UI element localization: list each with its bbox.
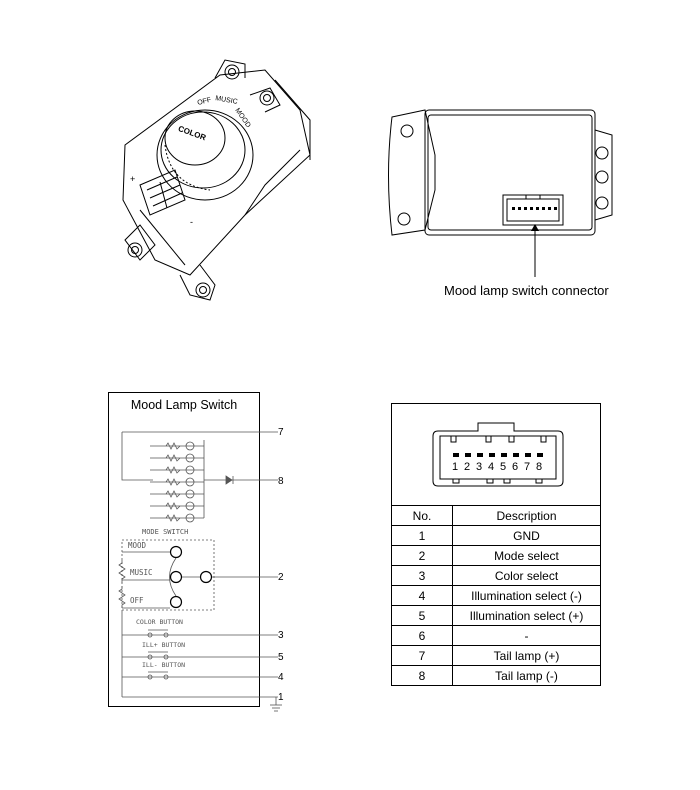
pin-description-table: No. Description 1 GND 2 Mode select 3 Co… [391, 505, 601, 686]
pin-no: 1 [391, 525, 453, 546]
table-header-row: No. Description [391, 505, 601, 526]
pin-number: 3 [476, 461, 482, 473]
pin-no: 3 [391, 565, 453, 586]
mode-switch-label: MODE SWITCH [142, 528, 188, 536]
header-description: Description [452, 505, 601, 526]
position-music: MUSIC [130, 568, 153, 577]
terminal-2: 2 [278, 572, 284, 583]
switch-rear-view [388, 109, 613, 277]
arrow-up-icon [531, 224, 539, 231]
position-off: OFF [130, 596, 144, 605]
pin-desc: Illumination select (+) [452, 605, 601, 626]
led-array [150, 440, 278, 523]
schematic-title: Mood Lamp Switch [130, 398, 238, 412]
schematic-diagram: 7 8 2 3 5 4 1 MODE SWITCH MOOD MUSIC OFF… [118, 427, 284, 712]
table-row: 6 - [391, 625, 601, 646]
pin-number: 4 [488, 461, 494, 473]
position-mood: MOOD [128, 541, 147, 550]
header-no: No. [391, 505, 453, 526]
pin-desc: Mode select [452, 545, 601, 566]
connector-callout-label: Mood lamp switch connector [444, 283, 609, 298]
pin-no: 8 [391, 665, 453, 686]
pin-number: 8 [536, 461, 542, 473]
connector-pin-dots [512, 207, 557, 210]
pin-desc: GND [452, 525, 601, 546]
connector-face-frame [391, 403, 601, 505]
ill-minus-button-label: ILL- BUTTON [142, 661, 185, 669]
table-row: 2 Mode select [391, 545, 601, 566]
connector-face-diagram: 1 2 3 4 5 6 7 8 [432, 422, 564, 487]
ring-label-music: MUSIC [215, 95, 238, 106]
ring-label-mood: MOOD [233, 107, 251, 129]
pin-no: 6 [391, 625, 453, 646]
pin-no: 2 [391, 545, 453, 566]
terminal-8: 8 [278, 476, 284, 487]
terminal-7: 7 [278, 427, 284, 438]
pin-no: 7 [391, 645, 453, 666]
pin-markers [453, 453, 543, 457]
plus-mark-icon: + [130, 174, 135, 184]
table-row: 3 Color select [391, 565, 601, 586]
pin-number: 1 [452, 461, 458, 473]
pin-no: 5 [391, 605, 453, 626]
table-row: 8 Tail lamp (-) [391, 665, 601, 686]
pin-no: 4 [391, 585, 453, 606]
terminal-3: 3 [278, 630, 284, 641]
ring-label-off: OFF [197, 97, 212, 107]
pin-number: 6 [512, 461, 518, 473]
pin-desc: Color select [452, 565, 601, 586]
terminal-4: 4 [278, 672, 284, 683]
switch-assembly-illustration: COLOR OFF MUSIC MOOD + - [122, 59, 311, 301]
knob-label: COLOR [177, 124, 207, 142]
pin-number: 7 [524, 461, 530, 473]
pin-desc: Illumination select (-) [452, 585, 601, 606]
pin-desc: Tail lamp (-) [452, 665, 601, 686]
pin-number: 2 [464, 461, 470, 473]
pin-desc: - [452, 625, 601, 646]
color-button-label: COLOR BUTTON [136, 618, 183, 626]
minus-mark-icon: - [190, 217, 193, 227]
pin-desc: Tail lamp (+) [452, 645, 601, 666]
schematic-frame [108, 392, 260, 707]
table-row: 5 Illumination select (+) [391, 605, 601, 626]
ill-plus-button-label: ILL+ BUTTON [142, 641, 185, 649]
terminal-1: 1 [278, 692, 284, 703]
table-row: 7 Tail lamp (+) [391, 645, 601, 666]
table-row: 4 Illumination select (-) [391, 585, 601, 606]
terminal-5: 5 [278, 652, 284, 663]
pin-number: 5 [500, 461, 506, 473]
table-row: 1 GND [391, 525, 601, 546]
